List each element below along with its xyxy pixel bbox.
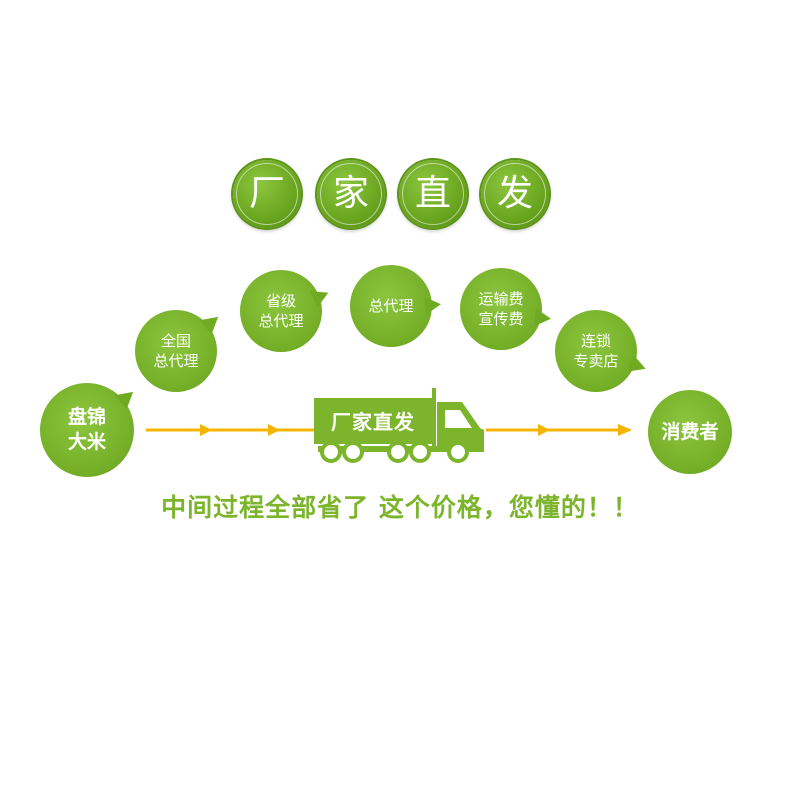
node-general-agent: 总代理	[350, 265, 442, 347]
title-char-2: 家	[320, 163, 382, 225]
truck-wheel	[409, 441, 431, 463]
node-provincial-agent-line1: 省级	[265, 291, 296, 310]
node-source-line2: 大米	[67, 431, 106, 453]
node-provincial-agent: 省级总代理	[240, 270, 333, 352]
node-transport-fee-line2: 宣传费	[478, 310, 524, 328]
node-national-agent-line2: 总代理	[153, 352, 199, 370]
title-circle-3: 直	[395, 156, 471, 232]
node-provincial-agent-line2: 总代理	[258, 312, 304, 330]
slogan: 中间过程全部省了 这个价格，您懂的！！	[161, 493, 639, 522]
node-consumer-label: 消费者	[661, 420, 719, 443]
truck-icon	[314, 388, 484, 463]
title-circle-1: 厂	[229, 156, 305, 232]
truck-wheel	[342, 441, 364, 463]
arrowhead-1	[200, 424, 212, 436]
node-national-agent-line1: 全国	[160, 331, 191, 350]
arrowhead-2	[268, 424, 280, 436]
title-char-4: 发	[484, 163, 546, 225]
title-circle-4: 发	[477, 156, 553, 232]
node-general-agent-line1: 总代理	[368, 296, 414, 315]
title-circle-2: 家	[313, 156, 389, 232]
title-char-1: 厂	[236, 163, 298, 225]
truck-wheel	[387, 441, 409, 463]
node-source: 盘锦大米	[40, 383, 139, 477]
node-transport-fee-line1: 运输费	[478, 289, 524, 308]
node-consumer: 消费者	[648, 390, 732, 474]
truck-wheel	[320, 441, 342, 463]
node-chain-store-line1: 连锁	[580, 331, 611, 350]
title-char-3: 直	[402, 163, 464, 225]
node-source-line1: 盘锦	[67, 406, 106, 429]
arrowhead-3	[538, 424, 550, 436]
node-national-agent: 全国总代理	[135, 309, 224, 392]
node-chain-store: 连锁专卖店	[555, 310, 649, 392]
node-transport-fee: 运输费宣传费	[460, 268, 552, 350]
arrowhead-4	[618, 424, 632, 436]
truck-label: 厂家直发	[331, 410, 415, 434]
truck-wheel	[447, 441, 469, 463]
node-chain-store-line2: 专卖店	[573, 352, 619, 370]
